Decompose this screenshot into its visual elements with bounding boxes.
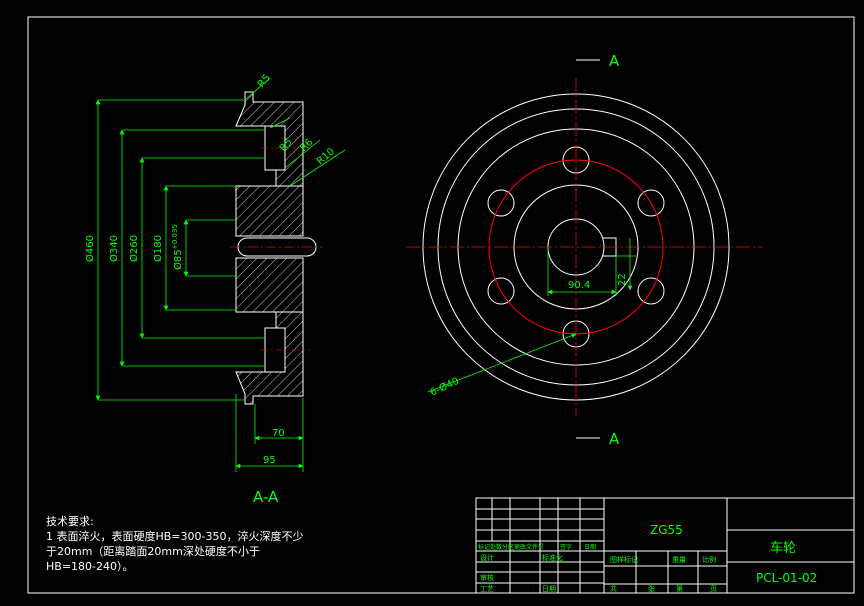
dim-d180: Ø180 — [152, 235, 164, 262]
dim-d85: Ø85 — [172, 249, 184, 270]
design-label: 设计 — [480, 553, 494, 562]
drawing-number: PCL-01-02 — [756, 571, 817, 585]
tech-requirements: 技术要求: 1 表面淬火，表面硬度HB=300-350，淬火深度不少 于20mm… — [46, 514, 304, 574]
date-header: 日期 — [584, 543, 596, 551]
bolt-hole-lower-left — [487, 277, 515, 305]
weight-header: 重量 — [672, 556, 686, 564]
dim-r10: R10 — [315, 146, 337, 167]
section-hatched-hub-top — [235, 185, 304, 237]
tech-requirement-line-1: 1 表面淬火，表面硬度HB=300-350，淬火深度不少 — [46, 530, 304, 543]
dim-d340: Ø340 — [108, 235, 120, 262]
dim-keyway-depth: 22 — [617, 273, 628, 286]
dim-w70: 70 — [272, 428, 285, 439]
tech-requirement-line-3: HB=180-240）。 — [46, 560, 134, 573]
title-block — [475, 497, 855, 594]
stage-header: 图样标记 — [610, 555, 638, 564]
process-label: 工艺 — [480, 585, 494, 593]
dim-r5-top: R5 — [256, 73, 273, 90]
approve-label: 日期 — [542, 585, 556, 593]
page-unit: 页 — [710, 585, 717, 593]
dim-d460: Ø460 — [84, 235, 96, 262]
drawing-frame — [27, 16, 855, 594]
dim-w95: 95 — [263, 455, 276, 466]
dim-d260: Ø260 — [128, 235, 140, 262]
material: ZG55 — [650, 523, 683, 537]
tech-requirements-title: 技术要求: — [46, 515, 94, 528]
section-view: Ø460 Ø340 Ø260 Ø180 Ø85 +0.035 70 95 R5 … — [84, 73, 346, 506]
tech-requirement-line-2: 于20mm（距离踏面20mm深处硬度不小于 — [46, 545, 260, 558]
dim-d85-tolerance: +0.035 — [171, 224, 179, 250]
cut-label-top: A — [609, 52, 620, 70]
bolt-hole-upper-right — [637, 189, 665, 217]
standardize-label: 标准化 — [542, 553, 563, 562]
section-hatched-hub-bottom — [235, 257, 304, 313]
sheet-unit: 张 — [648, 584, 655, 593]
scale-header: 比例 — [702, 555, 716, 564]
revision-header: 标记处数分区更改文件号 — [478, 543, 544, 551]
section-label: A-A — [253, 488, 279, 506]
cut-label-bottom: A — [609, 430, 620, 448]
signature-header: 签字 — [560, 543, 572, 551]
page-of: 第 — [676, 584, 683, 593]
part-name: 车轮 — [770, 540, 796, 556]
sheets-total: 共 — [610, 584, 617, 593]
dim-holes: 6-Ø40 — [428, 375, 461, 399]
bolt-hole-lower-right — [637, 277, 665, 305]
review-label: 审核 — [480, 573, 494, 582]
front-view: A A 90.4 22 6-Ø40 — [406, 52, 762, 448]
dim-keyway-width: 90.4 — [568, 280, 590, 291]
bolt-hole-upper-left — [487, 189, 515, 217]
